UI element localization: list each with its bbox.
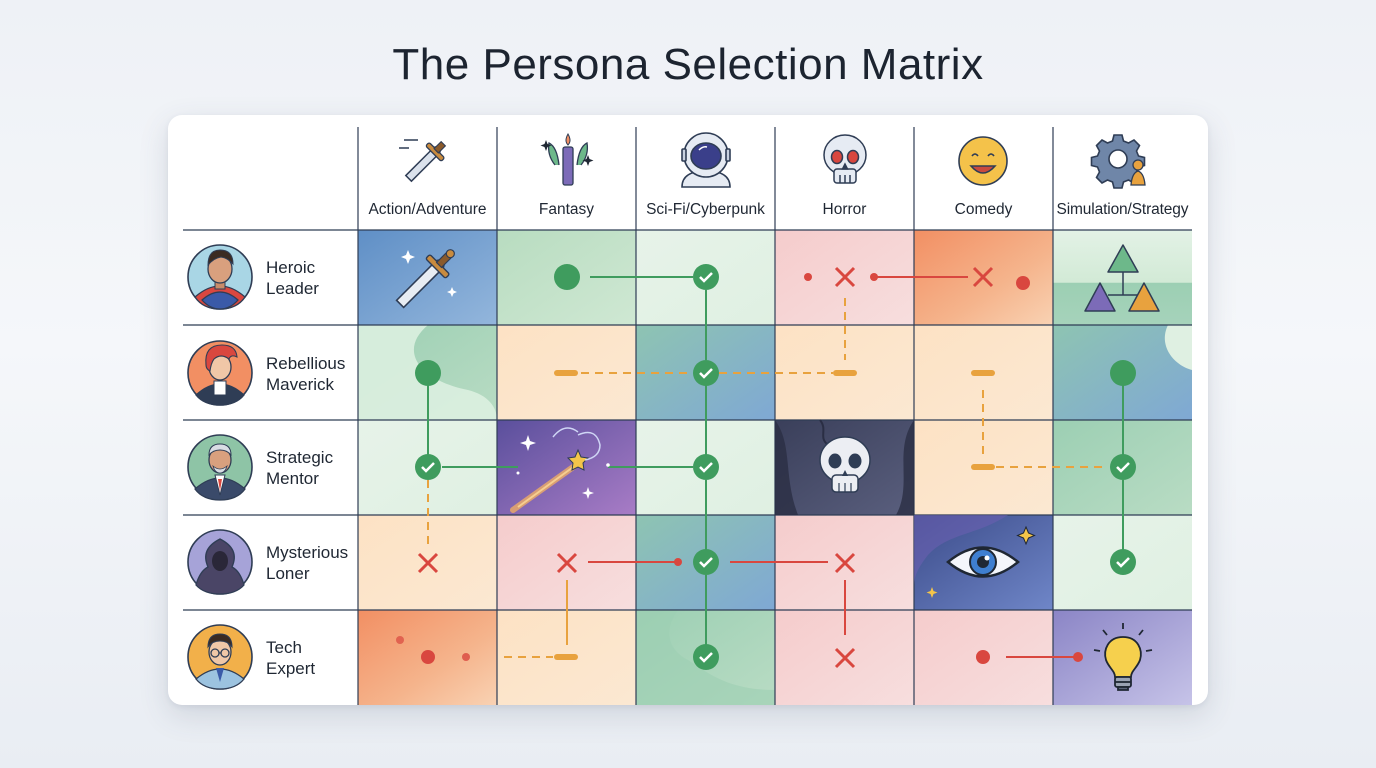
smiley-icon — [958, 136, 1008, 186]
poor-fit-cross — [972, 266, 994, 288]
tech-expert-avatar — [187, 624, 253, 690]
check-icon — [699, 272, 713, 283]
skull-icon — [823, 134, 867, 184]
grid-lines — [183, 127, 1192, 705]
fit-connectors — [427, 276, 1124, 658]
poor-fit-dot — [1016, 276, 1030, 290]
triangles-icon — [1084, 244, 1160, 312]
neutral-fit-dash — [554, 370, 578, 376]
speed-lines — [399, 139, 418, 149]
genre-label: Action/Adventure — [368, 201, 486, 218]
genre-headers: Action/Adventure Fantasy Sci-Fi/Cyberpunk H… — [368, 201, 1188, 218]
sparkle-icon — [447, 287, 457, 297]
persona-label-line2: Maverick — [266, 375, 335, 394]
persona-label-line1: Rebellious — [266, 354, 345, 373]
mysterious-loner-avatar — [187, 529, 253, 595]
cell-blob — [1164, 325, 1192, 370]
persona-labels: HeroicLeaderRebelliousMaverickStrategicM… — [266, 258, 348, 678]
magic-wand-icon — [540, 132, 594, 186]
poor-fit-dot — [421, 650, 435, 664]
check-icon — [699, 557, 713, 568]
persona-label-line1: Heroic — [266, 258, 316, 277]
gear-pawn-icon — [1090, 134, 1146, 189]
poor-fit-dot — [462, 653, 470, 661]
cell-blob — [358, 325, 497, 420]
persona-label-line1: Mysterious — [266, 543, 348, 562]
neutral-fit-dash — [833, 370, 857, 376]
sword-icon — [404, 140, 447, 183]
strong-fit-check — [693, 549, 719, 575]
persona-label-line2: Expert — [266, 659, 315, 678]
persona-matrix: Action/AdventureFantasySci-Fi/CyberpunkH… — [183, 127, 1192, 705]
strong-fit-check — [693, 644, 719, 670]
strong-fit-dot — [415, 360, 441, 386]
strong-fit-dot — [554, 264, 580, 290]
persona-label-line1: Strategic — [266, 448, 334, 467]
eye-icon — [914, 515, 1036, 598]
check-icon — [1116, 462, 1130, 473]
poor-fit-cross — [556, 552, 578, 574]
poor-fit-dot — [804, 273, 812, 281]
genre-label: Simulation/Strategy — [1057, 201, 1189, 218]
strong-fit-check — [1110, 454, 1136, 480]
genre-label: Fantasy — [539, 201, 594, 218]
skull-icon — [775, 419, 914, 515]
sword-icon — [395, 249, 455, 309]
poor-fit-dot — [976, 650, 990, 664]
persona-label-line2: Mentor — [266, 469, 319, 488]
poor-fit-dot — [396, 636, 404, 644]
magic-wand-icon — [510, 427, 610, 513]
neutral-fit-dash — [971, 370, 995, 376]
genre-label: Horror — [823, 201, 867, 218]
strong-fit-check — [693, 360, 719, 386]
check-icon — [699, 368, 713, 379]
heroic-leader-avatar — [187, 244, 253, 310]
strong-fit-check — [693, 264, 719, 290]
check-icon — [699, 652, 713, 663]
poor-fit-dot — [1073, 652, 1083, 662]
strong-fit-check — [415, 454, 441, 480]
poor-fit-dot — [674, 558, 682, 566]
check-icon — [421, 462, 435, 473]
lightbulb-icon — [1093, 623, 1153, 691]
persona-label-line1: Tech — [266, 638, 302, 657]
fit-markers — [396, 264, 1136, 670]
neutral-fit-dash — [971, 464, 995, 470]
poor-fit-dot — [870, 273, 878, 281]
check-icon — [699, 462, 713, 473]
genre-label: Sci-Fi/Cyberpunk — [646, 201, 765, 218]
persona-avatars — [187, 244, 253, 690]
poor-fit-cross — [417, 552, 439, 574]
poor-fit-cross — [834, 552, 856, 574]
check-icon — [1116, 557, 1130, 568]
page-title: The Persona Selection Matrix — [392, 40, 984, 89]
strong-fit-dot — [1110, 360, 1136, 386]
strategic-mentor-avatar — [187, 434, 253, 501]
cell-blob — [636, 610, 775, 705]
rebellious-maverick-avatar — [187, 340, 253, 406]
persona-label-line2: Leader — [266, 279, 319, 298]
poor-fit-cross — [834, 647, 856, 669]
astronaut-icon — [681, 132, 731, 188]
poor-fit-cross — [834, 266, 856, 288]
neutral-fit-dash — [554, 654, 578, 660]
strong-fit-check — [693, 454, 719, 480]
genre-label: Comedy — [955, 201, 1013, 218]
persona-label-line2: Loner — [266, 564, 310, 583]
strong-fit-check — [1110, 549, 1136, 575]
sparkle-icon — [401, 250, 415, 264]
